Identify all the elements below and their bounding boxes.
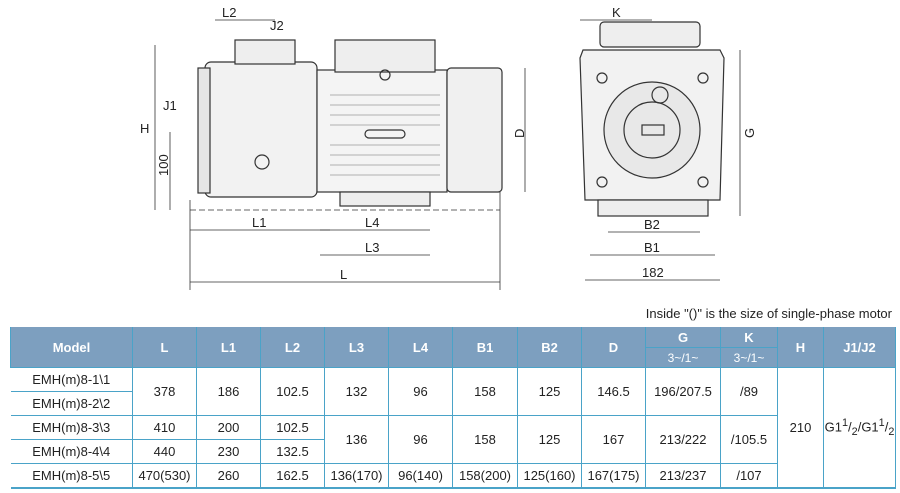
cell-L4: 96 xyxy=(388,367,453,416)
j-sup: 1 xyxy=(878,417,885,430)
cell-K: /105.5 xyxy=(720,415,778,464)
cell-B2: 125(160) xyxy=(517,463,582,489)
cell-B1: 158 xyxy=(452,415,518,464)
label-H: H xyxy=(140,121,149,136)
cell-G: 213/237 xyxy=(645,463,721,489)
cell-D: 167(175) xyxy=(581,463,646,489)
cell-L3: 136 xyxy=(324,415,389,464)
cell-L2: 162.5 xyxy=(260,463,325,489)
impeller-housing xyxy=(603,81,701,179)
header-L2: L2 xyxy=(260,327,325,368)
label-D: D xyxy=(512,129,527,138)
cell-L1: 186 xyxy=(196,367,261,416)
header-L1: L1 xyxy=(196,327,261,368)
label-182: 182 xyxy=(642,265,664,280)
header-G: G xyxy=(645,327,721,348)
pump-dimension-drawing: L2 J2 J1 H 100 L1 L4 L3 L D K G B2 B1 18… xyxy=(140,5,757,290)
cell-G: 196/207.5 xyxy=(645,367,721,416)
cell-B1: 158(200) xyxy=(452,463,518,489)
model-cell: EMH(m)8-1\1 xyxy=(10,367,133,392)
fan-cover xyxy=(446,67,503,193)
model-cell: EMH(m)8-4\4 xyxy=(10,439,133,464)
model-cell: EMH(m)8-2\2 xyxy=(10,391,133,416)
cell-L1: 260 xyxy=(196,463,261,489)
cell-B2: 125 xyxy=(517,367,582,416)
label-L2: L2 xyxy=(222,5,236,20)
header-H: H xyxy=(777,327,824,368)
cell-D: 167 xyxy=(581,415,646,464)
header-L3: L3 xyxy=(324,327,389,368)
cell-B1: 158 xyxy=(452,367,518,416)
cell-K: /107 xyxy=(720,463,778,489)
j-sub: 2 xyxy=(851,425,858,438)
header-B2: B2 xyxy=(517,327,582,368)
cell-B2: 125 xyxy=(517,415,582,464)
model-cell: EMH(m)8-3\3 xyxy=(10,415,133,440)
table-row: EMH(m)8-1\1 378 186 102.5 132 96 158 125… xyxy=(10,367,896,489)
j-sub: 2 xyxy=(888,425,895,438)
j-base: G1 xyxy=(861,419,879,435)
cell-D: 146.5 xyxy=(581,367,646,416)
base-feet xyxy=(339,191,431,207)
single-phase-note: Inside "()" is the size of single-phase … xyxy=(645,306,892,321)
subheader-K: 3~/1~ xyxy=(720,347,778,368)
cell-L3: 132 xyxy=(324,367,389,416)
j-sep: / xyxy=(848,419,852,435)
header-J1J2: J1/J2 xyxy=(823,327,896,368)
cell-L: 470(530) xyxy=(132,463,197,489)
cell-H: 210 xyxy=(777,367,824,489)
header-B1: B1 xyxy=(452,327,518,368)
dimension-table: Model L L1 L2 L3 L4 B1 B2 D G K H J1/J2 … xyxy=(10,327,896,489)
j-sep: / xyxy=(884,419,889,435)
cell-J1J2: G11/2/G11/2 xyxy=(823,367,896,489)
cell-L2: 102.5 xyxy=(260,415,325,440)
label-L4: L4 xyxy=(365,215,379,230)
table-row: EMH(m)8-5\5 470(530) 260 162.5 136(170) … xyxy=(10,463,896,489)
terminal-box xyxy=(334,39,436,73)
table-row: EMH(m)8-4\4 440 230 132.5 xyxy=(10,439,896,464)
label-G: G xyxy=(742,128,757,138)
j-sup: 1 xyxy=(842,417,849,430)
cell-L: 378 xyxy=(132,367,197,416)
label-K: K xyxy=(612,5,621,20)
cell-L1: 230 xyxy=(196,439,261,464)
pump-body xyxy=(204,61,318,198)
label-L: L xyxy=(340,267,347,282)
cell-L: 440 xyxy=(132,439,197,464)
subheader-G: 3~/1~ xyxy=(645,347,721,368)
cell-K: /89 xyxy=(720,367,778,416)
header-K: K xyxy=(720,327,778,348)
cell-L2: 132.5 xyxy=(260,439,325,464)
header-model: Model xyxy=(10,327,133,368)
header-L4: L4 xyxy=(388,327,453,368)
motor xyxy=(316,69,448,193)
label-B2: B2 xyxy=(644,217,660,232)
table-row: EMH(m)8-2\2 xyxy=(10,391,896,416)
cell-L4: 96(140) xyxy=(388,463,453,489)
label-J2: J2 xyxy=(270,18,284,33)
table-row: EMH(m)8-3\3 410 200 102.5 136 96 158 125… xyxy=(10,415,896,464)
cell-L2: 102.5 xyxy=(260,367,325,416)
cell-L: 410 xyxy=(132,415,197,440)
j-base: G1 xyxy=(824,419,842,435)
label-B1: B1 xyxy=(644,240,660,255)
label-J1: J1 xyxy=(163,98,177,113)
label-L3: L3 xyxy=(365,240,379,255)
label-100: 100 xyxy=(156,154,171,176)
header-D: D xyxy=(581,327,646,368)
cell-L1: 200 xyxy=(196,415,261,440)
header-L: L xyxy=(132,327,197,368)
label-L1: L1 xyxy=(252,215,266,230)
model-cell: EMH(m)8-5\5 xyxy=(10,463,133,489)
cell-G: 213/222 xyxy=(645,415,721,464)
j-sep: / xyxy=(857,419,862,435)
cell-L4: 96 xyxy=(388,415,453,464)
cell-L3: 136(170) xyxy=(324,463,389,489)
